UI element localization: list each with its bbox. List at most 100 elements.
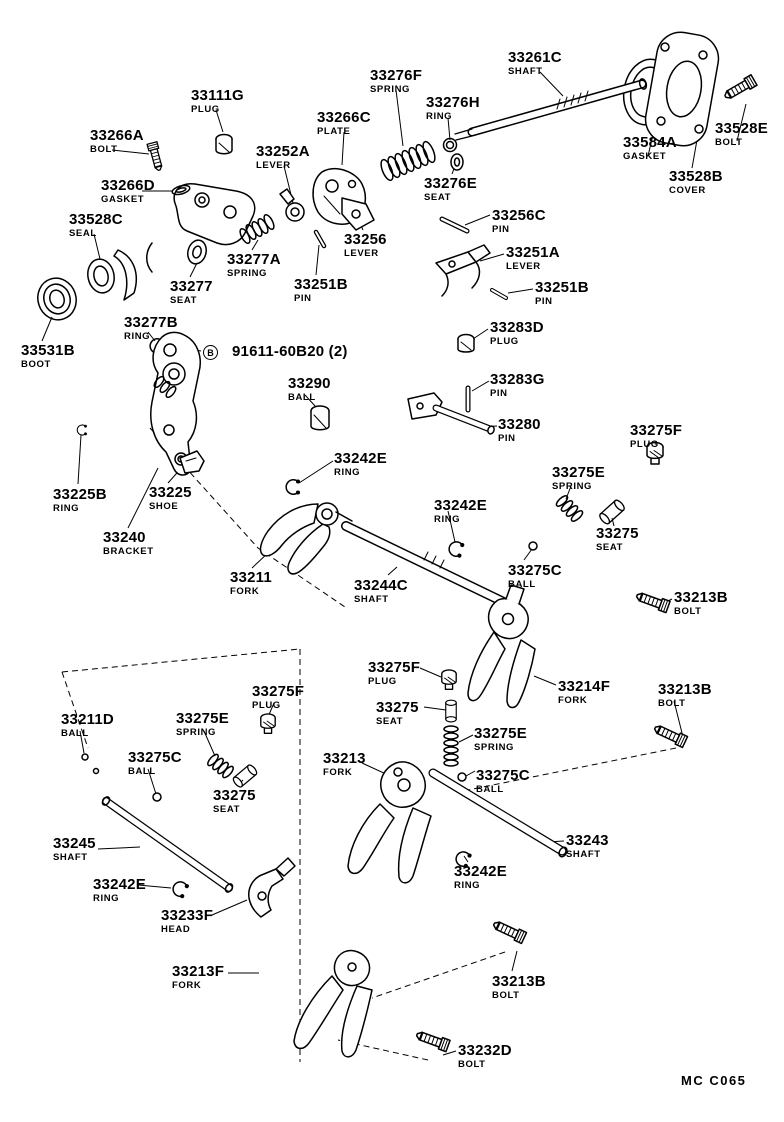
art-33528c-seal: [87, 249, 138, 301]
part-number: 33275F: [252, 683, 305, 700]
circled-b-marker: B: [203, 345, 218, 360]
part-number: 33243: [566, 832, 609, 849]
art-33213b-bolt-2: [651, 721, 689, 749]
art-33232d-bolt: [414, 1028, 451, 1053]
part-name: BOOT: [21, 359, 51, 370]
part-number: 33213B: [492, 973, 546, 990]
part-name: BRACKET: [103, 546, 154, 557]
part-number: 33275E: [552, 464, 605, 481]
part-number: 33275C: [508, 562, 562, 579]
part-name: LEVER: [256, 160, 291, 171]
part-number: 33242E: [93, 876, 146, 893]
part-number: 33531B: [21, 342, 75, 359]
part-name: RING: [426, 111, 453, 122]
part-number: 33266A: [90, 127, 144, 144]
art-33213f-fork: [293, 949, 373, 1058]
part-number: 33275: [376, 699, 419, 716]
part-name: SHAFT: [566, 849, 601, 860]
art-33233f-head: [248, 857, 296, 918]
part-number: 33251B: [535, 279, 589, 296]
part-number: 33266C: [317, 109, 371, 126]
part-name: SEAT: [424, 192, 452, 203]
part-number: 33245: [53, 835, 96, 852]
part-name: COVER: [669, 185, 706, 196]
part-number: 33275C: [476, 767, 530, 784]
part-number: 33261C: [508, 49, 562, 66]
part-number: 33275C: [128, 749, 182, 766]
part-number: 33277: [170, 278, 213, 295]
part-name: PLATE: [317, 126, 351, 137]
art-33111g-plug: [215, 133, 233, 155]
art-33275-seat-mid: [445, 699, 457, 723]
part-number: 91611-60B20 (2): [232, 343, 348, 360]
part-name: BALL: [128, 766, 156, 777]
art-33275f-plug-left: [260, 713, 276, 734]
art-33528b-cover: [644, 31, 720, 147]
art-33242e-ring-1: [285, 479, 301, 495]
part-name: BALL: [476, 784, 504, 795]
part-name: BOLT: [458, 1059, 486, 1070]
part-name: RING: [124, 331, 151, 342]
art-33275c-ball-left: [152, 792, 162, 802]
part-label: 91611-60B20 (2): [232, 344, 348, 361]
part-number: 33528B: [669, 168, 723, 185]
part-number: 33225: [149, 484, 192, 501]
part-name: SPRING: [176, 727, 217, 738]
art-33213b-bolt-3: [490, 917, 528, 945]
part-number: 33276F: [370, 67, 423, 84]
part-number: 33276E: [424, 175, 477, 192]
part-name: FORK: [558, 695, 588, 706]
part-number: 33244C: [354, 577, 408, 594]
art-33211-fork: [259, 502, 353, 575]
part-name: HEAD: [161, 924, 191, 935]
part-number: 33275E: [176, 710, 229, 727]
part-number: 33584A: [623, 134, 677, 151]
part-name: SPRING: [474, 742, 515, 753]
part-name: BALL: [288, 392, 316, 403]
part-number: 33256C: [492, 207, 546, 224]
part-number: 33213: [323, 750, 366, 767]
part-name: SHAFT: [354, 594, 389, 605]
art-33261c-shaft: [454, 78, 648, 141]
art-33528e-bolt: [721, 74, 758, 103]
part-number: 33251B: [294, 276, 348, 293]
part-number: 33283G: [490, 371, 545, 388]
part-name: PLUG: [490, 336, 519, 347]
art-33251b-pin-right: [490, 288, 508, 300]
part-name: SPRING: [370, 84, 411, 95]
part-name: BOLT: [658, 698, 686, 709]
art-33275e-spring-left: [207, 753, 234, 779]
art-33277-seat: [187, 239, 207, 265]
part-name: LEVER: [344, 248, 379, 259]
